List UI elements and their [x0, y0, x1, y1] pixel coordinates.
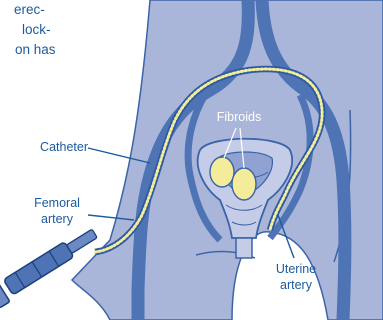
intro-text-line-2: lock-	[22, 22, 51, 38]
femoral-artery-label-line-1: Femoral	[28, 196, 86, 211]
uterine-artery-label-line-1: Uterine	[268, 262, 324, 277]
fibroid-left	[210, 157, 234, 187]
cervix	[236, 238, 252, 258]
fibroid-right	[232, 168, 256, 200]
intro-text-line-1: erec-	[14, 2, 45, 18]
femoral-artery-label-line-2: artery	[28, 212, 86, 227]
intro-text-line-3: on has	[15, 42, 56, 58]
catheter-label: Catheter	[34, 140, 88, 155]
fibroids-label: Fibroids	[208, 110, 270, 125]
uterine-artery-label-line-2: artery	[268, 278, 324, 293]
